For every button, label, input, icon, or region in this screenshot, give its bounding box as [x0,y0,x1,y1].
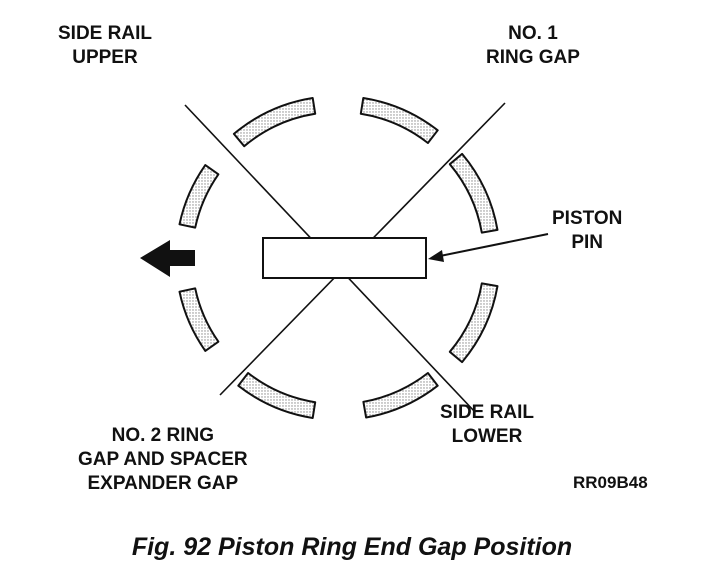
label-no2-ring-gap-line-2: GAP AND SPACER [78,449,248,470]
label-no2-ring-gap-line-3: EXPANDER GAP [87,473,239,494]
label-side-rail-lower-line-2: LOWER [451,426,523,447]
label-no2-ring-gap: NO. 2 RING GAP AND SPACER EXPANDER GAP [78,424,248,496]
label-side-rail-upper-line-2: UPPER [72,47,138,68]
ring-segment-2 [359,97,439,144]
label-no2-ring-gap-line-1: NO. 2 RING [111,425,215,446]
figure-code: RR09B48 [573,473,648,492]
label-side-rail-upper-line-1: SIDE RAIL [58,23,152,44]
label-piston-pin-line-2: PIN [571,232,604,253]
piston-pin-rectangle [262,237,427,279]
label-no1-ring-gap-line-1: NO. 1 [508,23,558,44]
label-piston-pin: PISTON PIN [552,207,622,255]
ring-segment-6 [237,372,317,419]
label-piston-pin-line-1: PISTON [552,208,623,229]
label-no1-ring-gap: NO. 1 RING GAP [486,22,580,70]
ring-segment-1 [232,97,317,148]
label-side-rail-lower-line-1: SIDE RAIL [440,402,534,423]
label-side-rail-lower: SIDE RAIL LOWER [440,401,534,449]
ring-segment-7 [178,287,220,352]
ring-segment-5 [362,372,439,419]
label-no1-ring-gap-line-2: RING GAP [486,47,580,68]
piston-pin-leader [428,233,549,262]
label-side-rail-upper: SIDE RAIL UPPER [58,22,152,70]
arrow-left-icon [140,240,195,277]
ring-segment-8 [178,164,220,229]
ring-segment-3 [448,152,499,234]
piston-ring-segments [178,97,499,419]
ring-segment-4 [448,282,499,364]
figure-caption: Fig. 92 Piston Ring End Gap Position [131,533,573,561]
